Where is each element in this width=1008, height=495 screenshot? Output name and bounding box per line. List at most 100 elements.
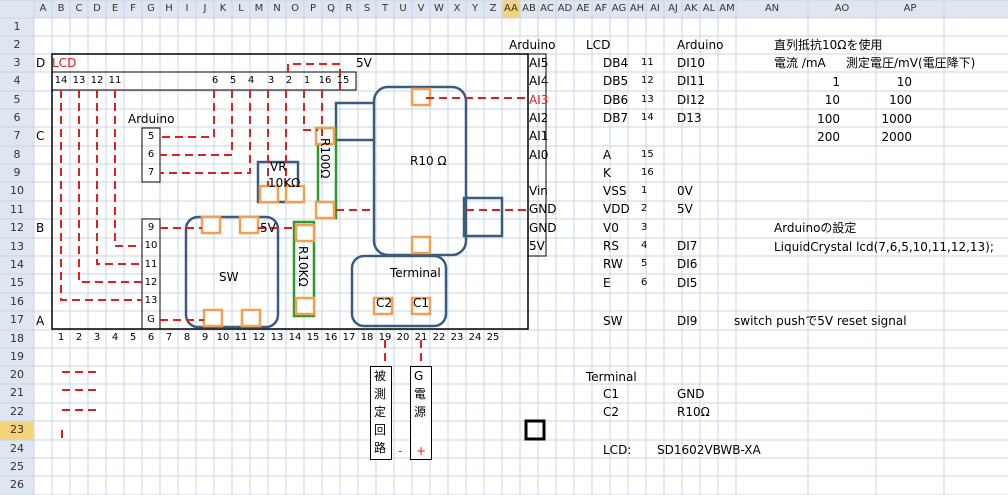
r10k-resistor xyxy=(292,220,316,318)
column-header[interactable]: AB xyxy=(522,3,536,14)
column-header[interactable]: L xyxy=(238,3,244,14)
row-header[interactable]: 22 xyxy=(10,405,24,418)
column-header[interactable]: AI xyxy=(650,3,660,14)
pad xyxy=(284,184,306,204)
heatsink-body xyxy=(462,196,504,238)
column-header[interactable]: AM xyxy=(719,3,735,14)
terminal-pin: C2 xyxy=(603,405,620,420)
row-header[interactable]: 23 xyxy=(10,423,24,436)
row-label-a: A xyxy=(36,314,45,328)
row-header[interactable]: 4 xyxy=(13,74,21,87)
pin-table-cell: DI7 xyxy=(677,239,698,253)
row-header[interactable]: 15 xyxy=(10,276,24,289)
column-header[interactable]: AJ xyxy=(668,3,678,14)
pin-table-cell: 14 xyxy=(641,111,654,123)
switch-body xyxy=(184,215,280,329)
column-header[interactable]: AN xyxy=(764,3,780,14)
column-header[interactable]: T xyxy=(381,3,389,14)
resistor-voltage: 2000 xyxy=(881,129,912,144)
row-header[interactable]: 3 xyxy=(13,56,21,69)
column-header[interactable]: H xyxy=(165,3,173,14)
column-header[interactable]: AD xyxy=(557,3,573,14)
column-header[interactable]: N xyxy=(273,3,281,14)
column-header[interactable]: AP xyxy=(903,3,917,14)
header-pin: Vin xyxy=(529,184,548,199)
pin-table-cell: 5 xyxy=(641,258,648,270)
row-header[interactable]: 6 xyxy=(13,111,21,124)
column-header[interactable]: C xyxy=(75,3,83,14)
board-col-number: 24 xyxy=(468,332,482,343)
column-header[interactable]: AO xyxy=(834,3,850,14)
row-header[interactable]: 17 xyxy=(10,313,24,326)
column-header[interactable]: Y xyxy=(471,3,479,14)
header-pin: AI0 xyxy=(529,147,549,162)
column-header[interactable]: AC xyxy=(540,3,554,14)
row-header[interactable]: 1 xyxy=(13,20,21,33)
row-header[interactable]: 13 xyxy=(10,240,24,253)
column-header[interactable]: R xyxy=(345,3,353,14)
row-header[interactable]: 16 xyxy=(10,295,24,308)
arduino-pin: 6 xyxy=(147,149,155,160)
lcd-pin: 13 xyxy=(72,75,86,86)
arduino-setting-title: Arduinoの設定 xyxy=(774,221,857,235)
column-header[interactable]: F xyxy=(130,3,136,14)
column-header[interactable]: AF xyxy=(594,3,608,14)
column-header[interactable]: AK xyxy=(684,3,698,14)
pin-table-cell: A xyxy=(603,147,612,162)
row-header[interactable]: 18 xyxy=(10,332,24,345)
row-header[interactable]: 7 xyxy=(13,129,21,142)
row-header[interactable]: 12 xyxy=(10,221,24,234)
column-header[interactable]: X xyxy=(453,3,461,14)
column-header[interactable]: G xyxy=(147,3,155,14)
column-header[interactable]: E xyxy=(111,3,119,14)
row-header[interactable]: 10 xyxy=(10,184,24,197)
pin-table-cell: VDD xyxy=(603,202,630,217)
column-header[interactable]: AA xyxy=(504,3,518,14)
vr-value: 10KΩ xyxy=(268,176,301,190)
power-char: G xyxy=(414,369,424,383)
column-header[interactable]: U xyxy=(399,3,407,14)
row-header[interactable]: 19 xyxy=(10,350,24,363)
row-header[interactable]: 24 xyxy=(10,442,24,455)
column-header[interactable]: AH xyxy=(629,3,645,14)
row-header[interactable]: 9 xyxy=(13,166,21,179)
row-header[interactable]: 21 xyxy=(10,386,24,399)
column-header[interactable]: J xyxy=(203,3,207,14)
r10-body xyxy=(372,85,468,257)
arduino-pin: 11 xyxy=(144,258,158,270)
column-header[interactable]: Z xyxy=(489,3,497,14)
column-header[interactable]: W xyxy=(434,3,444,14)
pin-table-cell: 16 xyxy=(641,166,654,178)
column-header[interactable]: S xyxy=(363,3,371,14)
column-header[interactable]: AL xyxy=(702,3,716,14)
column-header[interactable]: AG xyxy=(611,3,627,14)
lcd-pin: 1 xyxy=(303,75,311,86)
sw-row-note: switch pushで5V reset signal xyxy=(734,314,907,328)
selected-row-header xyxy=(0,421,34,440)
column-header[interactable]: B xyxy=(57,3,65,14)
column-header[interactable]: O xyxy=(291,3,299,14)
row-header[interactable]: 2 xyxy=(13,38,21,51)
column-header[interactable]: M xyxy=(254,3,264,14)
pin-table-cell: D13 xyxy=(677,110,702,125)
column-header[interactable]: K xyxy=(219,3,227,14)
column-header[interactable]: A xyxy=(39,3,47,14)
row-header[interactable]: 11 xyxy=(10,203,24,216)
column-header[interactable]: D xyxy=(93,3,101,14)
column-header[interactable]: P xyxy=(309,3,317,14)
terminal-table-title: Terminal xyxy=(586,370,637,384)
lcd-pin: 2 xyxy=(285,75,293,86)
row-header[interactable]: 25 xyxy=(10,460,24,473)
row-header[interactable]: 26 xyxy=(10,478,24,491)
row-header[interactable]: 8 xyxy=(13,148,21,161)
resistor-voltage: 1000 xyxy=(881,111,912,126)
column-header[interactable]: AE xyxy=(576,3,590,14)
column-header[interactable]: I xyxy=(185,3,189,14)
row-header[interactable]: 14 xyxy=(10,258,24,271)
row-header[interactable]: 5 xyxy=(13,93,21,106)
column-header[interactable]: Q xyxy=(327,3,335,14)
column-header[interactable]: V xyxy=(417,3,425,14)
pad xyxy=(294,296,316,316)
row-header[interactable]: 20 xyxy=(10,368,24,381)
